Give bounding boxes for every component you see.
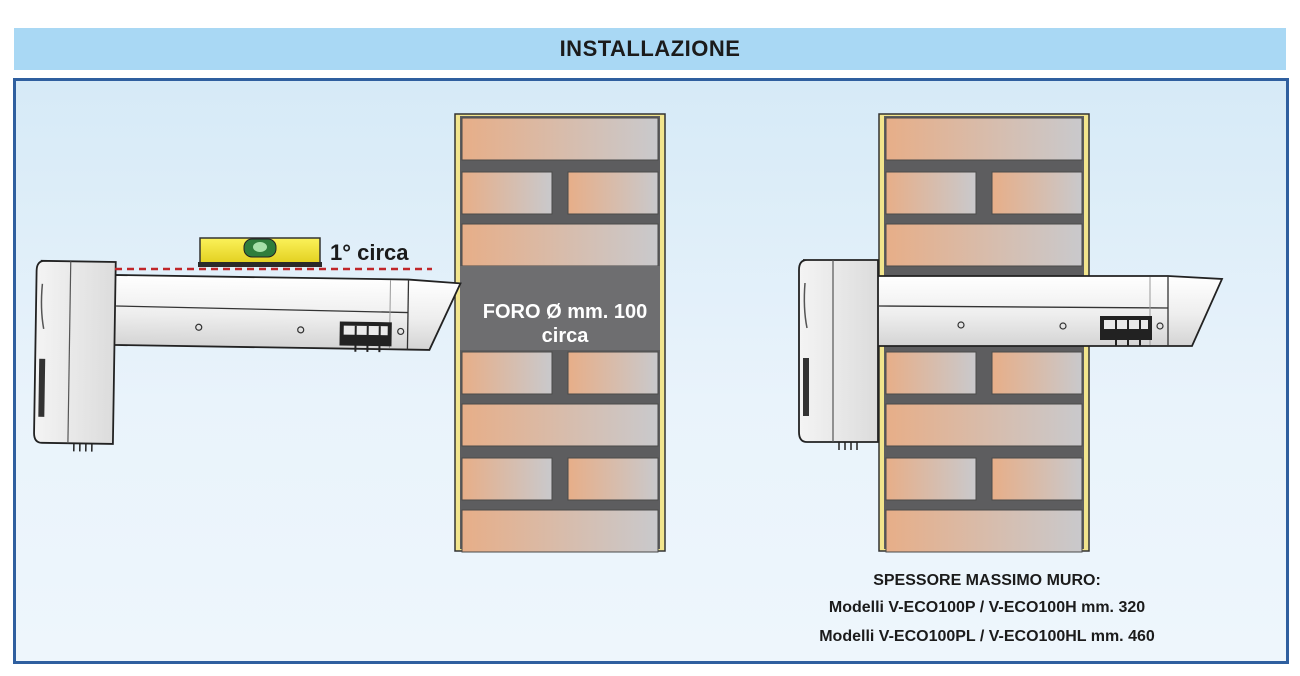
brick	[567, 171, 659, 215]
brick	[567, 457, 659, 501]
caption-title: SPESSORE MASSIMO MURO:	[873, 572, 1101, 589]
hole-label-line2: circa	[542, 325, 590, 347]
caption-line-2: Modelli V-ECO100PL / V-ECO100HL mm. 460	[819, 628, 1155, 645]
brick	[991, 351, 1083, 395]
connector-block	[339, 321, 392, 353]
brick	[885, 403, 1083, 447]
left-wall: FORO Ø mm. 100 circa	[454, 113, 666, 553]
brick	[991, 171, 1083, 215]
wall-thickness-caption: SPESSORE MASSIMO MURO: Modelli V-ECO100P…	[819, 572, 1155, 645]
brick	[461, 223, 659, 267]
brick	[461, 351, 553, 395]
brick	[885, 223, 1083, 267]
spirit-level-icon	[198, 237, 322, 267]
tilt-label: 1° circa	[330, 240, 409, 265]
brick	[461, 457, 553, 501]
brick	[567, 351, 659, 395]
wall-hole	[460, 266, 660, 350]
left-ventilation-unit	[33, 259, 462, 452]
brick	[461, 171, 553, 215]
right-ventilation-unit	[798, 259, 1224, 450]
caption-line-1: Modelli V-ECO100P / V-ECO100H mm. 320	[829, 599, 1145, 616]
brick	[885, 351, 977, 395]
hole-label-line1: FORO Ø mm. 100	[483, 301, 648, 323]
brick	[885, 171, 977, 215]
brick	[885, 509, 1083, 553]
connector-block	[1100, 316, 1152, 346]
brick	[461, 509, 659, 553]
brick	[461, 117, 659, 161]
title-bar: INSTALLAZIONE	[14, 28, 1286, 70]
brick	[885, 457, 977, 501]
brick	[885, 117, 1083, 161]
brick	[461, 403, 659, 447]
page-title: INSTALLAZIONE	[559, 36, 741, 61]
brick	[991, 457, 1083, 501]
